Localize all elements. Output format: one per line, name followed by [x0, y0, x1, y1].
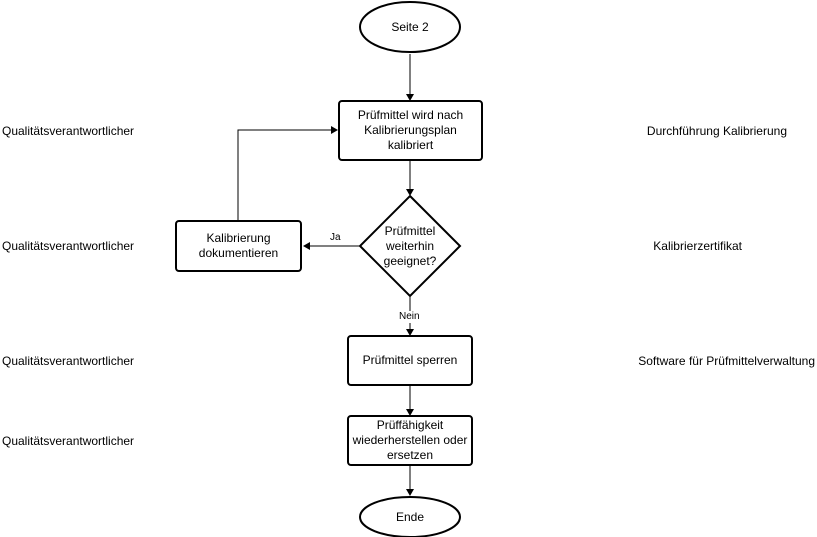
arrowhead-calibrate-top	[406, 94, 414, 101]
node-shapes	[175, 1, 483, 537]
resource-label-calibrate: Durchführung Kalibrierung	[646, 124, 787, 138]
edges	[237, 54, 414, 496]
lock-label: Prüfmittel sperren	[362, 353, 458, 367]
decision-label: Prüfmittel weiterhin geeignet?	[383, 223, 437, 268]
arrowhead-document-right	[303, 242, 310, 250]
edge-label-yes: Ja	[328, 232, 343, 244]
resource-label-lock: Software für Prüfmittelverwaltung	[638, 354, 815, 368]
arrowhead-calibrate-left	[331, 126, 338, 134]
calibrate-process-shape	[338, 100, 483, 161]
arrowhead-restore-top	[406, 409, 414, 416]
arrowhead-end-top	[406, 489, 414, 496]
document-label: Kalibrierung dokumentieren	[198, 231, 279, 260]
restore-process-shape	[347, 415, 473, 466]
role-label-calibrate: Qualitätsverantwortlicher	[2, 124, 135, 138]
arrowhead-decision-top	[406, 189, 414, 196]
end-terminal-shape	[359, 496, 461, 537]
resource-label-decision: Kalibrierzertifikat	[653, 239, 742, 253]
start-terminal-shape	[359, 1, 461, 53]
restore-label: Prüffähigkeit wiederherstellen oder erse…	[352, 418, 468, 462]
end-label: Ende	[395, 509, 425, 524]
edge-label-no: Nein	[397, 311, 422, 323]
decision-shape	[358, 194, 462, 298]
arrowhead-lock-top	[406, 329, 414, 336]
role-label-lock: Qualitätsverantwortlicher	[2, 354, 135, 368]
edge-document-to-calibrate	[237, 129, 331, 221]
start-label: Seite 2	[391, 19, 429, 34]
role-label-decision: Qualitätsverantwortlicher	[2, 239, 135, 253]
calibrate-label: Prüfmittel wird nach Kalibrierungsplan k…	[357, 108, 464, 152]
lock-process-shape	[347, 335, 473, 386]
document-process-shape	[175, 220, 302, 272]
role-label-restore: Qualitätsverantwortlicher	[2, 434, 135, 448]
